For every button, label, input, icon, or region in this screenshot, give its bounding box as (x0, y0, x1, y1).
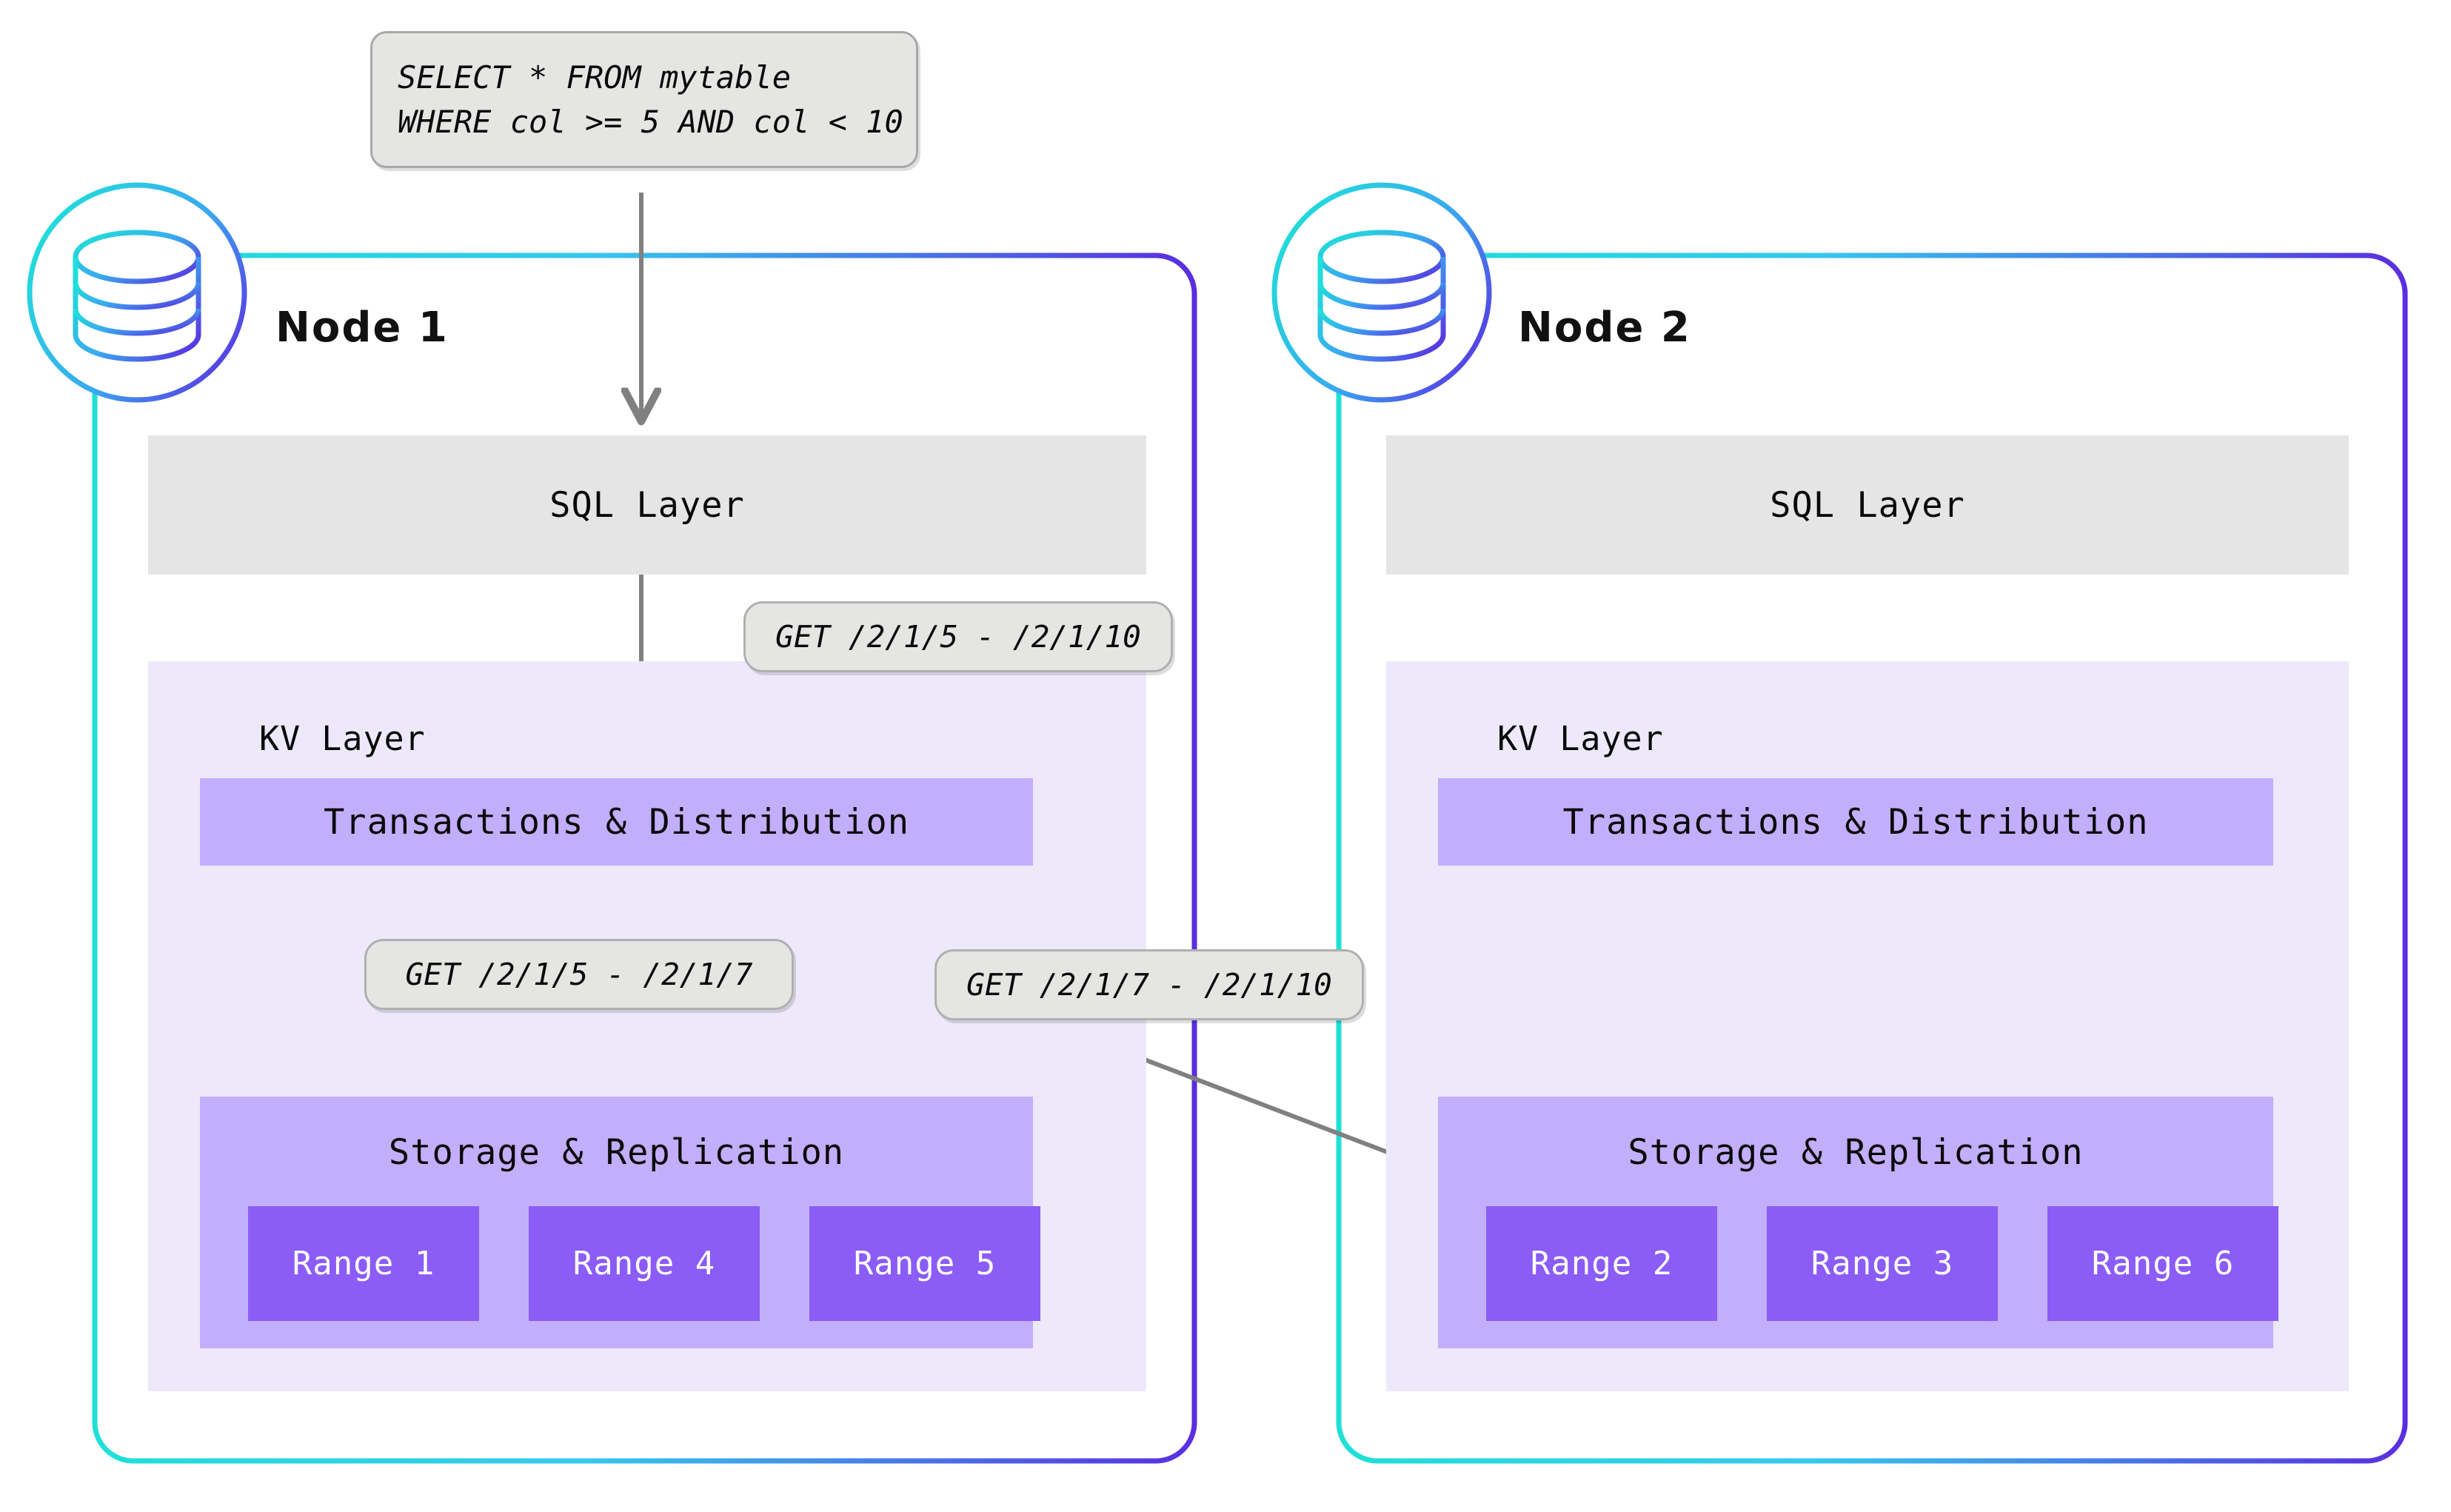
node-2-storage-label: Storage & Replication (1628, 1132, 2084, 1173)
database-cylinder-icon (27, 182, 247, 403)
database-cylinder-icon (1271, 182, 1492, 403)
callout-kv-request: GET /2/1/5 - /2/1/10 (743, 601, 1173, 672)
range-label: Range 3 (1810, 1245, 1954, 1282)
node-1-transactions-box: Transactions & Distribution (200, 778, 1033, 866)
range-label: Range 5 (853, 1245, 997, 1282)
node-1-range-2[interactable]: Range 5 (809, 1206, 1040, 1321)
range-label: Range 1 (292, 1245, 435, 1282)
node-1-kv-layer-label: KV Layer (259, 719, 426, 758)
callout-range5-request-label: GET /2/1/5 - /2/1/7 (405, 957, 753, 992)
callout-range2-request: GET /2/1/7 - /2/1/10 (934, 949, 1364, 1020)
node-1-sql-layer: SQL Layer (148, 435, 1146, 575)
node-1-sql-layer-label: SQL Layer (549, 484, 745, 526)
range-label: Range 6 (2091, 1245, 2235, 1282)
node-2-storage-box: Storage & Replication Range 2 Range 3 Ra… (1438, 1097, 2278, 1348)
node-2-range-0[interactable]: Range 2 (1486, 1206, 1717, 1321)
node-1-kv-layer: KV Layer Transactions & Distribution Sto… (148, 661, 1146, 1391)
node-2-range-1[interactable]: Range 3 (1767, 1206, 1998, 1321)
node-1-range-1[interactable]: Range 4 (529, 1206, 760, 1321)
node-1-range-0[interactable]: Range 1 (248, 1206, 479, 1321)
node-2-title: Node 2 (1518, 304, 1691, 352)
node-1-transactions-label: Transactions & Distribution (323, 801, 909, 843)
node-1-title: Node 1 (275, 304, 449, 352)
node-2-kv-layer: KV Layer Transactions & Distribution Sto… (1386, 661, 2349, 1391)
node-2-transactions-label: Transactions & Distribution (1562, 801, 2149, 843)
node-1-storage-box: Storage & Replication Range 1 Range 4 Ra… (200, 1097, 1040, 1348)
sql-query-line-1: SELECT * FROM mytable (398, 59, 792, 96)
sql-query-box: SELECT * FROM mytable WHERE col >= 5 AND… (370, 31, 918, 169)
node-2-kv-layer-label: KV Layer (1497, 719, 1664, 758)
sql-query-line-2: WHERE col >= 5 AND col < 10 (398, 103, 903, 140)
callout-kv-request-label: GET /2/1/5 - /2/1/10 (775, 619, 1141, 655)
range-label: Range 4 (572, 1245, 716, 1282)
node-2-transactions-box: Transactions & Distribution (1438, 778, 2273, 866)
node-2-sql-layer-label: SQL Layer (1770, 484, 1965, 526)
node-1-storage-label: Storage & Replication (388, 1132, 845, 1173)
node-2-range-2[interactable]: Range 6 (2047, 1206, 2278, 1321)
callout-range2-request-label: GET /2/1/7 - /2/1/10 (966, 967, 1332, 1003)
node-2-sql-layer: SQL Layer (1386, 435, 2349, 575)
callout-range5-request: GET /2/1/5 - /2/1/7 (364, 939, 794, 1010)
range-label: Range 2 (1530, 1245, 1673, 1282)
